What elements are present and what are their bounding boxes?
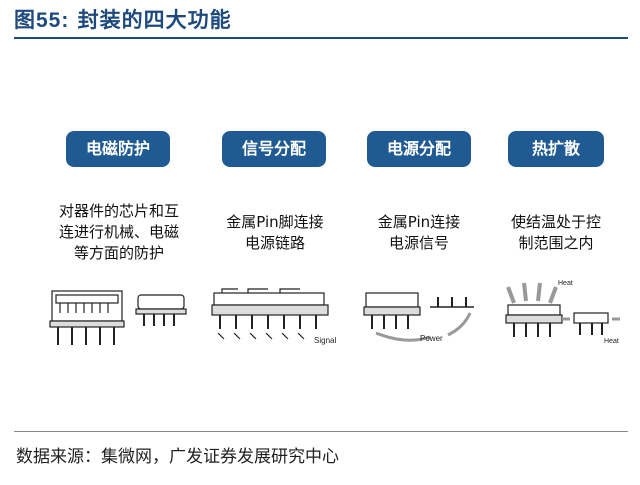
function-tag-power: 电源分配	[367, 131, 471, 167]
signal-illustration: Signal	[211, 288, 336, 345]
footer-rule	[14, 431, 628, 432]
desc-line: 使结温处于控	[510, 213, 601, 231]
heat-top-label: Heat	[558, 280, 573, 287]
heat-illustration: Heat Heat	[505, 280, 620, 345]
desc-line: 等方面的防护	[73, 244, 164, 262]
desc-line: 对器件的芯片和互	[58, 202, 179, 220]
signal-label: Signal	[314, 336, 336, 345]
desc-line: 金属Pin连接	[377, 213, 461, 231]
desc-line: 制范围之内	[518, 234, 594, 252]
desc-line: 金属Pin脚连接	[226, 213, 324, 231]
power-illustration: Power	[363, 292, 474, 343]
em-protection-illustration	[49, 290, 187, 345]
desc-line: 电源链路	[244, 234, 305, 252]
function-tag-heat: 热扩散	[508, 131, 604, 167]
function-desc-signal: 金属Pin脚连接 电源链路	[208, 212, 342, 254]
heat-side-label: Heat	[604, 338, 619, 345]
function-desc-em-protection: 对器件的芯片和互 连进行机械、电磁 等方面的防护	[44, 201, 194, 264]
source-note: 数据来源：集微网，广发证券发展研究中心	[16, 447, 339, 467]
figure-title-text: 封装的四大功能	[77, 8, 232, 32]
function-tag-signal: 信号分配	[222, 131, 326, 167]
function-desc-heat: 使结温处于控 制范围之内	[494, 212, 618, 254]
power-label: Power	[420, 334, 443, 343]
figure-title: 图55: 封装的四大功能	[14, 4, 232, 34]
desc-line: 连进行机械、电磁	[58, 223, 179, 241]
title-rule	[14, 37, 628, 39]
function-desc-power: 金属Pin连接 电源信号	[356, 212, 482, 254]
function-tag-em-protection: 电磁防护	[66, 131, 170, 167]
figure-number: 图55:	[14, 9, 70, 32]
desc-line: 电源信号	[388, 234, 449, 252]
